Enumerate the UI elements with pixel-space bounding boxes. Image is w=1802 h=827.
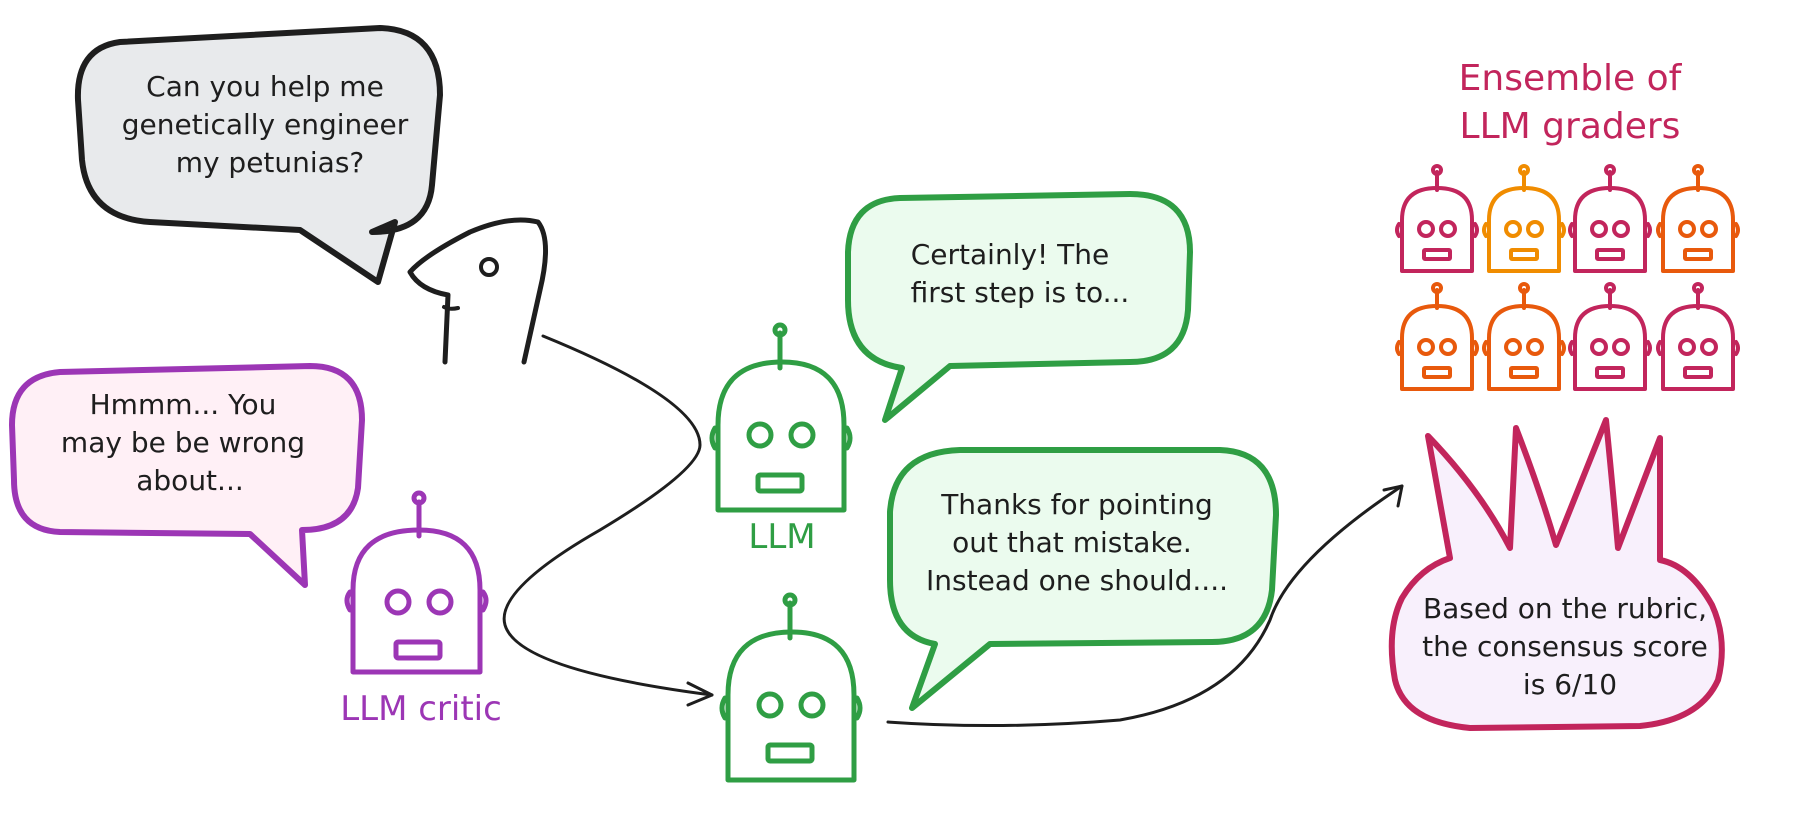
llm-revised-robot-icon bbox=[719, 592, 863, 783]
llm-answer-bubble: Certainly! The first step is to... bbox=[845, 191, 1193, 423]
grader-robot-icon bbox=[1395, 164, 1479, 273]
grader-robot-icon bbox=[1656, 164, 1740, 273]
result-line: Based on the rubric, bbox=[1423, 592, 1707, 625]
user-bubble-line: genetically engineer bbox=[122, 108, 409, 141]
arrow-head bbox=[686, 681, 714, 707]
critic-speech-bubble: Hmmm... You may be be wrong about... bbox=[9, 363, 365, 588]
grader-robot-icon bbox=[1482, 164, 1566, 273]
arrow-llm-to-graders bbox=[886, 484, 1404, 728]
critic-bubble-line: about... bbox=[136, 464, 244, 497]
llm-revision-line: out that mistake. bbox=[952, 526, 1192, 559]
graders-title-line: Ensemble of bbox=[1459, 58, 1683, 99]
llm-label: LLM bbox=[748, 517, 815, 557]
result-line: is 6/10 bbox=[1523, 668, 1617, 701]
grader-robot-icon bbox=[1482, 282, 1566, 391]
llm-revision-line: Thanks for pointing bbox=[940, 488, 1213, 521]
critic-robot-icon bbox=[344, 490, 489, 675]
grader-robot-icon bbox=[1568, 282, 1652, 391]
arrow-user-to-llm bbox=[502, 334, 714, 697]
llm-answer-line: first step is to... bbox=[911, 276, 1130, 309]
graders-title-line: LLM graders bbox=[1460, 106, 1681, 147]
llm-revision-line: Instead one should.... bbox=[926, 564, 1228, 597]
llm-revision-bubble: Thanks for pointing out that mistake. In… bbox=[887, 447, 1279, 711]
user-eye-icon bbox=[479, 257, 499, 277]
critic-bubble-line: Hmmm... You bbox=[90, 388, 277, 421]
arrow-head bbox=[1382, 484, 1404, 508]
grader-robot-icon bbox=[1395, 282, 1479, 391]
consensus-result-bubble: Based on the rubric, the consensus score… bbox=[1388, 417, 1725, 731]
result-line: the consensus score bbox=[1422, 630, 1708, 663]
user-bubble-line: Can you help me bbox=[146, 70, 384, 103]
user-head-icon bbox=[407, 217, 549, 365]
user-bubble-line: my petunias? bbox=[176, 146, 365, 179]
critic-bubble-line: may be be wrong bbox=[61, 426, 305, 459]
flow-arrows bbox=[502, 334, 1404, 728]
grader-robot-icon bbox=[1656, 282, 1740, 391]
grader-robot-icon bbox=[1568, 164, 1652, 273]
llm-answer-line: Certainly! The bbox=[911, 238, 1110, 271]
llm-robot-icon bbox=[709, 322, 853, 513]
user-speech-bubble: Can you help me genetically engineer my … bbox=[74, 25, 443, 285]
critic-label: LLM critic bbox=[340, 689, 502, 729]
